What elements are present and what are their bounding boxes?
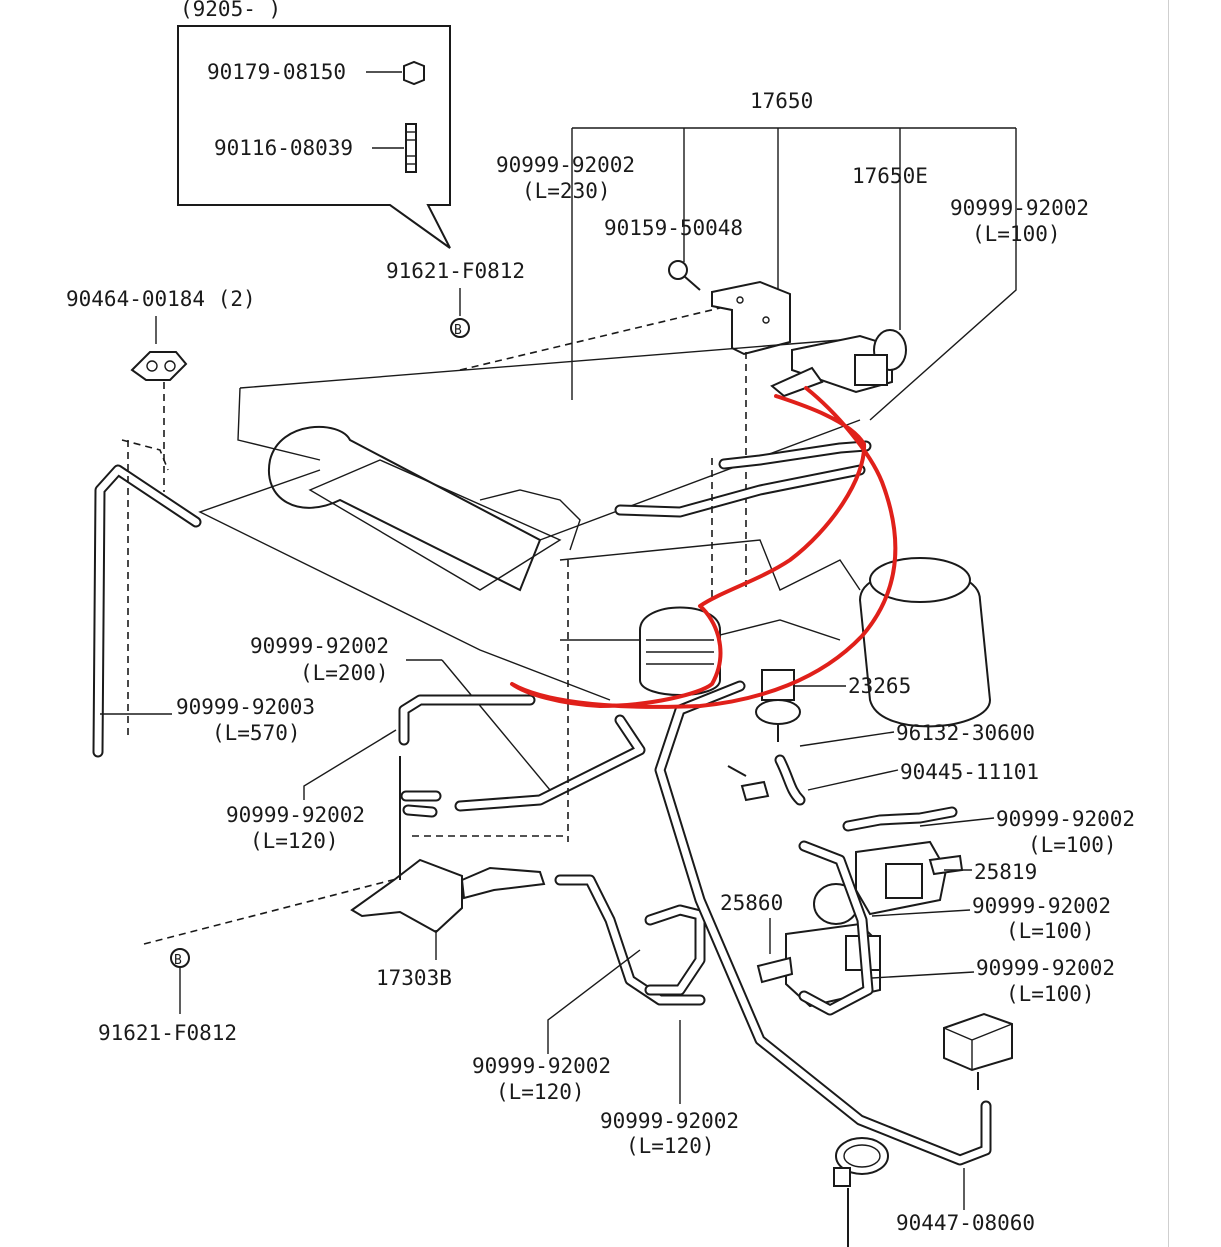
label-90464: 90464-00184 (2) [66, 287, 256, 311]
label-17650E: 17650E [852, 164, 928, 188]
valve-23265-icon [755, 669, 801, 742]
intake-manifold-outline [198, 339, 861, 701]
label-90999-l100b-number: 90999-92002 [996, 807, 1135, 831]
page-edge-line [1168, 0, 1169, 1247]
label-90999-l200-length: (L=200) [300, 661, 389, 685]
inset-part-90116: 90116-08039 [214, 136, 353, 160]
label-90999-l230-number: 90999-92002 [496, 153, 635, 177]
label-90999-l100b-length: (L=100) [1028, 833, 1117, 857]
bolt-letter-bottom: B [174, 953, 182, 968]
label-90999-l100d-number: 90999-92002 [976, 956, 1115, 980]
stud-bolt-icon [405, 123, 417, 173]
label-90999-l120b-number: 90999-92002 [472, 1054, 611, 1078]
clamp-90464-icon [130, 351, 188, 381]
vsv-17650e-icon [770, 329, 907, 398]
inset-date-note: (9205- ) [180, 0, 281, 21]
label-90999-l120a-number: 90999-92002 [226, 803, 365, 827]
label-25860: 25860 [720, 891, 783, 915]
label-90999-l100a-length: (L=100) [972, 222, 1061, 246]
label-90999-l120a-length: (L=120) [250, 829, 339, 853]
label-91621-top: 91621-F0812 [386, 259, 525, 283]
canister-right-icon [858, 557, 992, 728]
label-17650: 17650 [750, 89, 813, 113]
red-annotation-route [510, 386, 898, 709]
label-90999-l120b-length: (L=120) [496, 1080, 585, 1104]
label-90445: 90445-11101 [900, 760, 1039, 784]
nut-icon [403, 60, 425, 86]
hose-clip-90445-icon [727, 754, 806, 806]
hose-clamp-90447-icon [833, 1137, 889, 1247]
screw-90159-icon [668, 260, 701, 291]
bolt-letter-top: B [454, 323, 462, 338]
label-90999-l100d-length: (L=100) [1006, 982, 1095, 1006]
label-25819: 25819 [974, 860, 1037, 884]
label-90999-l120c-length: (L=120) [626, 1134, 715, 1158]
label-90447: 90447-08060 [896, 1211, 1035, 1235]
label-90999-l100c-number: 90999-92002 [972, 894, 1111, 918]
label-90999-l100a-number: 90999-92002 [950, 196, 1089, 220]
actuator-diaphragm-icon [639, 606, 721, 696]
sensor-box-icon [943, 1012, 1013, 1090]
label-90999-l230-length: (L=230) [522, 179, 611, 203]
label-90999-l120c-number: 90999-92002 [600, 1109, 739, 1133]
label-17303B: 17303B [376, 966, 452, 990]
label-23265: 23265 [848, 674, 911, 698]
inset-part-90179: 90179-08150 [207, 60, 346, 84]
bolt-symbol-top-icon [450, 318, 470, 338]
label-91621-bottom: 91621-F0812 [98, 1021, 237, 1045]
label-96132: 96132-30600 [896, 721, 1035, 745]
bracket-17650-icon [711, 280, 791, 356]
inset-callout: (9205- ) 90179-08150 90116-08039 [177, 0, 451, 249]
label-90999-l200-number: 90999-92002 [250, 634, 389, 658]
label-90159: 90159-50048 [604, 216, 743, 240]
bolt-symbol-bottom-icon [170, 948, 190, 968]
label-90999-l570-number: 90999-92003 [176, 695, 315, 719]
bracket-17303b-icon [350, 756, 546, 934]
label-90999-l570-length: (L=570) [212, 721, 301, 745]
label-90999-l100c-length: (L=100) [1006, 919, 1095, 943]
